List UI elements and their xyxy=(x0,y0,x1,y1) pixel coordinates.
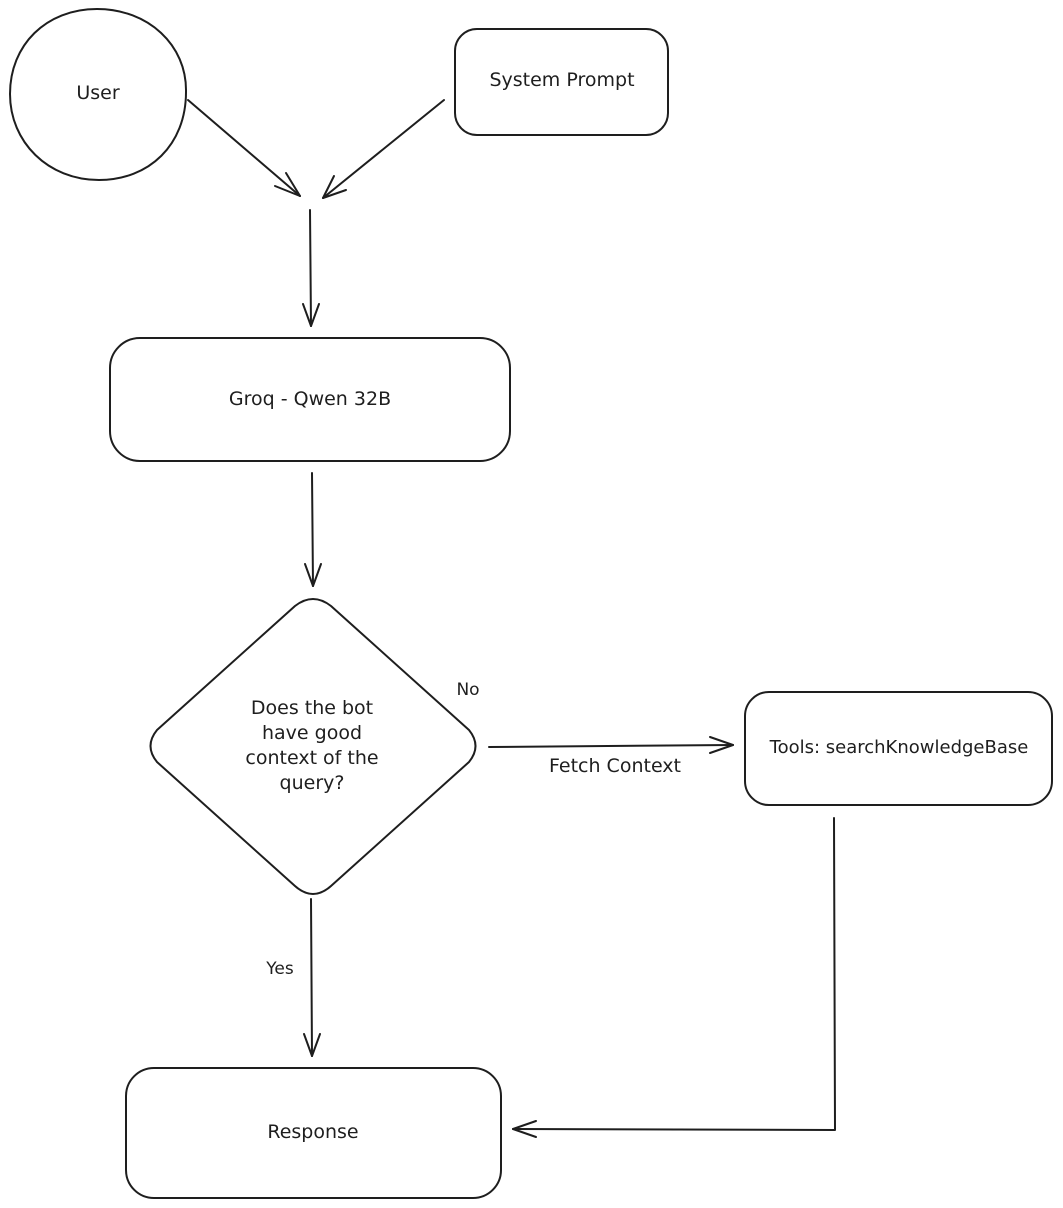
user-node-label: User xyxy=(76,82,120,104)
system-prompt-node-label: System Prompt xyxy=(489,69,635,91)
tools-node-label: Tools: searchKnowledgeBase xyxy=(769,737,1029,758)
system-prompt-node-shape xyxy=(454,28,669,136)
arrow-tools-to-response xyxy=(512,817,836,1138)
arrow-system-prompt-to-merge xyxy=(322,99,445,199)
no-edge-label: No xyxy=(456,680,480,700)
arrow-decision-to-tools xyxy=(488,736,734,754)
model-node-label: Groq - Qwen 32B xyxy=(228,388,392,410)
model-node-shape xyxy=(109,337,511,462)
arrow-decision-to-response xyxy=(303,898,321,1057)
fetch-context-edge-label: Fetch Context xyxy=(549,755,681,777)
tools-node-shape xyxy=(744,691,1053,806)
yes-edge-label: Yes xyxy=(266,959,294,979)
arrow-merge-to-model xyxy=(302,209,320,327)
response-node-shape xyxy=(125,1067,502,1199)
arrow-user-to-merge xyxy=(187,99,301,197)
decision-node-shape xyxy=(149,598,477,895)
user-node-shape xyxy=(9,8,188,181)
decision-node-label: Does the bot have good context of the qu… xyxy=(245,697,379,794)
response-node-label: Response xyxy=(267,1121,359,1143)
arrow-model-to-decision xyxy=(304,472,322,587)
